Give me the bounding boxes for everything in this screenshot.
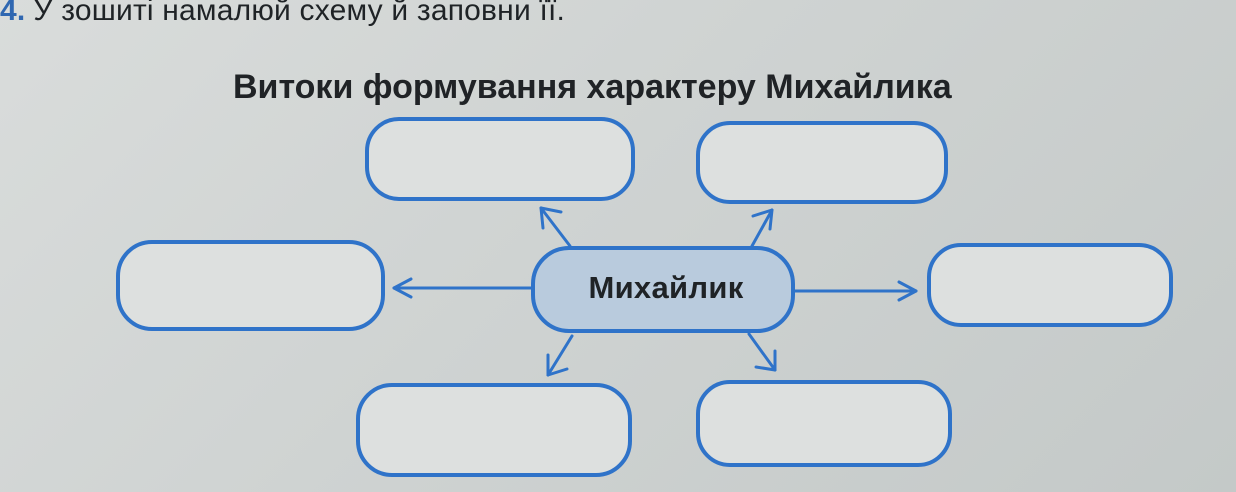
top-right-empty-box[interactable]: [696, 121, 948, 204]
arrow-to-bottom-left: [546, 334, 574, 377]
center-label: Михайлик: [588, 270, 744, 305]
arrow-to-bottom-right: [747, 332, 777, 372]
left-empty-box[interactable]: [116, 240, 385, 331]
top-left-empty-box[interactable]: [365, 117, 635, 201]
task-instruction: У зошиті намалюй схему й заповни її.: [33, 0, 566, 27]
bottom-right-empty-box[interactable]: [696, 380, 952, 467]
diagram-title: Витоки формування характеру Михайлика: [233, 68, 952, 106]
arrow-to-right: [793, 280, 918, 302]
bottom-left-empty-box[interactable]: [356, 383, 632, 477]
task-number: 4.: [0, 0, 26, 27]
arrow-to-left: [392, 277, 534, 299]
right-empty-box[interactable]: [927, 243, 1173, 327]
center-box: [531, 246, 795, 333]
task-line: 4. У зошиті намалюй схему й заповни її.: [0, 0, 565, 28]
arrow-to-top-left: [539, 206, 572, 248]
arrow-to-top-right: [750, 208, 774, 248]
